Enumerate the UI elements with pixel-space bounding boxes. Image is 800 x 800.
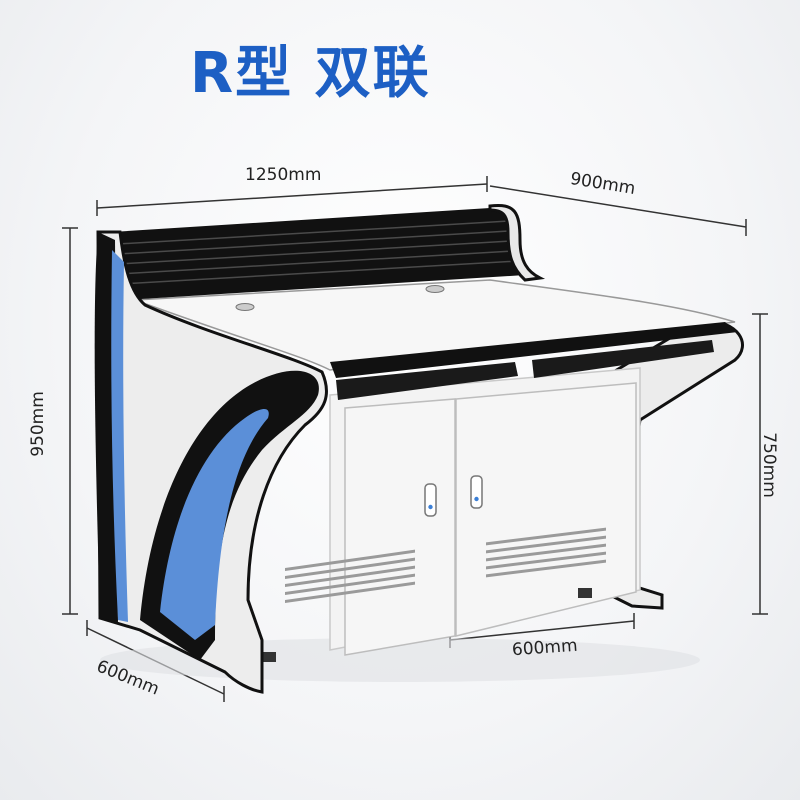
cabinet-width-dimension-line bbox=[449, 620, 635, 641]
vent-left bbox=[285, 549, 415, 603]
left-panel-blue-stripe bbox=[111, 250, 128, 622]
door-handle-right[interactable] bbox=[470, 475, 483, 509]
foot-front-right bbox=[578, 588, 592, 598]
dimension-label-desk-height: 750mm bbox=[758, 432, 779, 498]
desktop-front-edge bbox=[330, 322, 738, 378]
width-dimension-line bbox=[96, 183, 488, 209]
door-lock-left-icon bbox=[428, 504, 433, 510]
product-title: R型 双联 bbox=[190, 41, 431, 106]
door-handle-left[interactable] bbox=[424, 483, 437, 517]
cable-port-left-icon bbox=[235, 303, 255, 311]
rear-louver-panel bbox=[112, 207, 525, 300]
dimension-lines bbox=[62, 176, 768, 702]
cable-port-right-icon bbox=[425, 285, 445, 293]
cabinet-door-left[interactable] bbox=[344, 398, 456, 656]
keyboard-tray-right[interactable] bbox=[532, 340, 714, 378]
door-lock-right-icon bbox=[474, 496, 479, 502]
depth-dimension-line bbox=[489, 185, 747, 228]
left-panel-blue-swoosh bbox=[160, 408, 269, 640]
dimension-label-total-height: 950mm bbox=[27, 391, 48, 457]
dimension-label-top-width: 1250mm bbox=[245, 165, 322, 185]
keyboard-tray-left[interactable] bbox=[336, 362, 518, 400]
vent-right bbox=[486, 527, 606, 578]
cabinet-door-right[interactable] bbox=[455, 382, 637, 637]
louver-lines bbox=[117, 220, 519, 285]
rear-upright-right bbox=[488, 203, 546, 282]
foot-front-left bbox=[262, 652, 276, 662]
desktop-surface bbox=[134, 279, 736, 371]
